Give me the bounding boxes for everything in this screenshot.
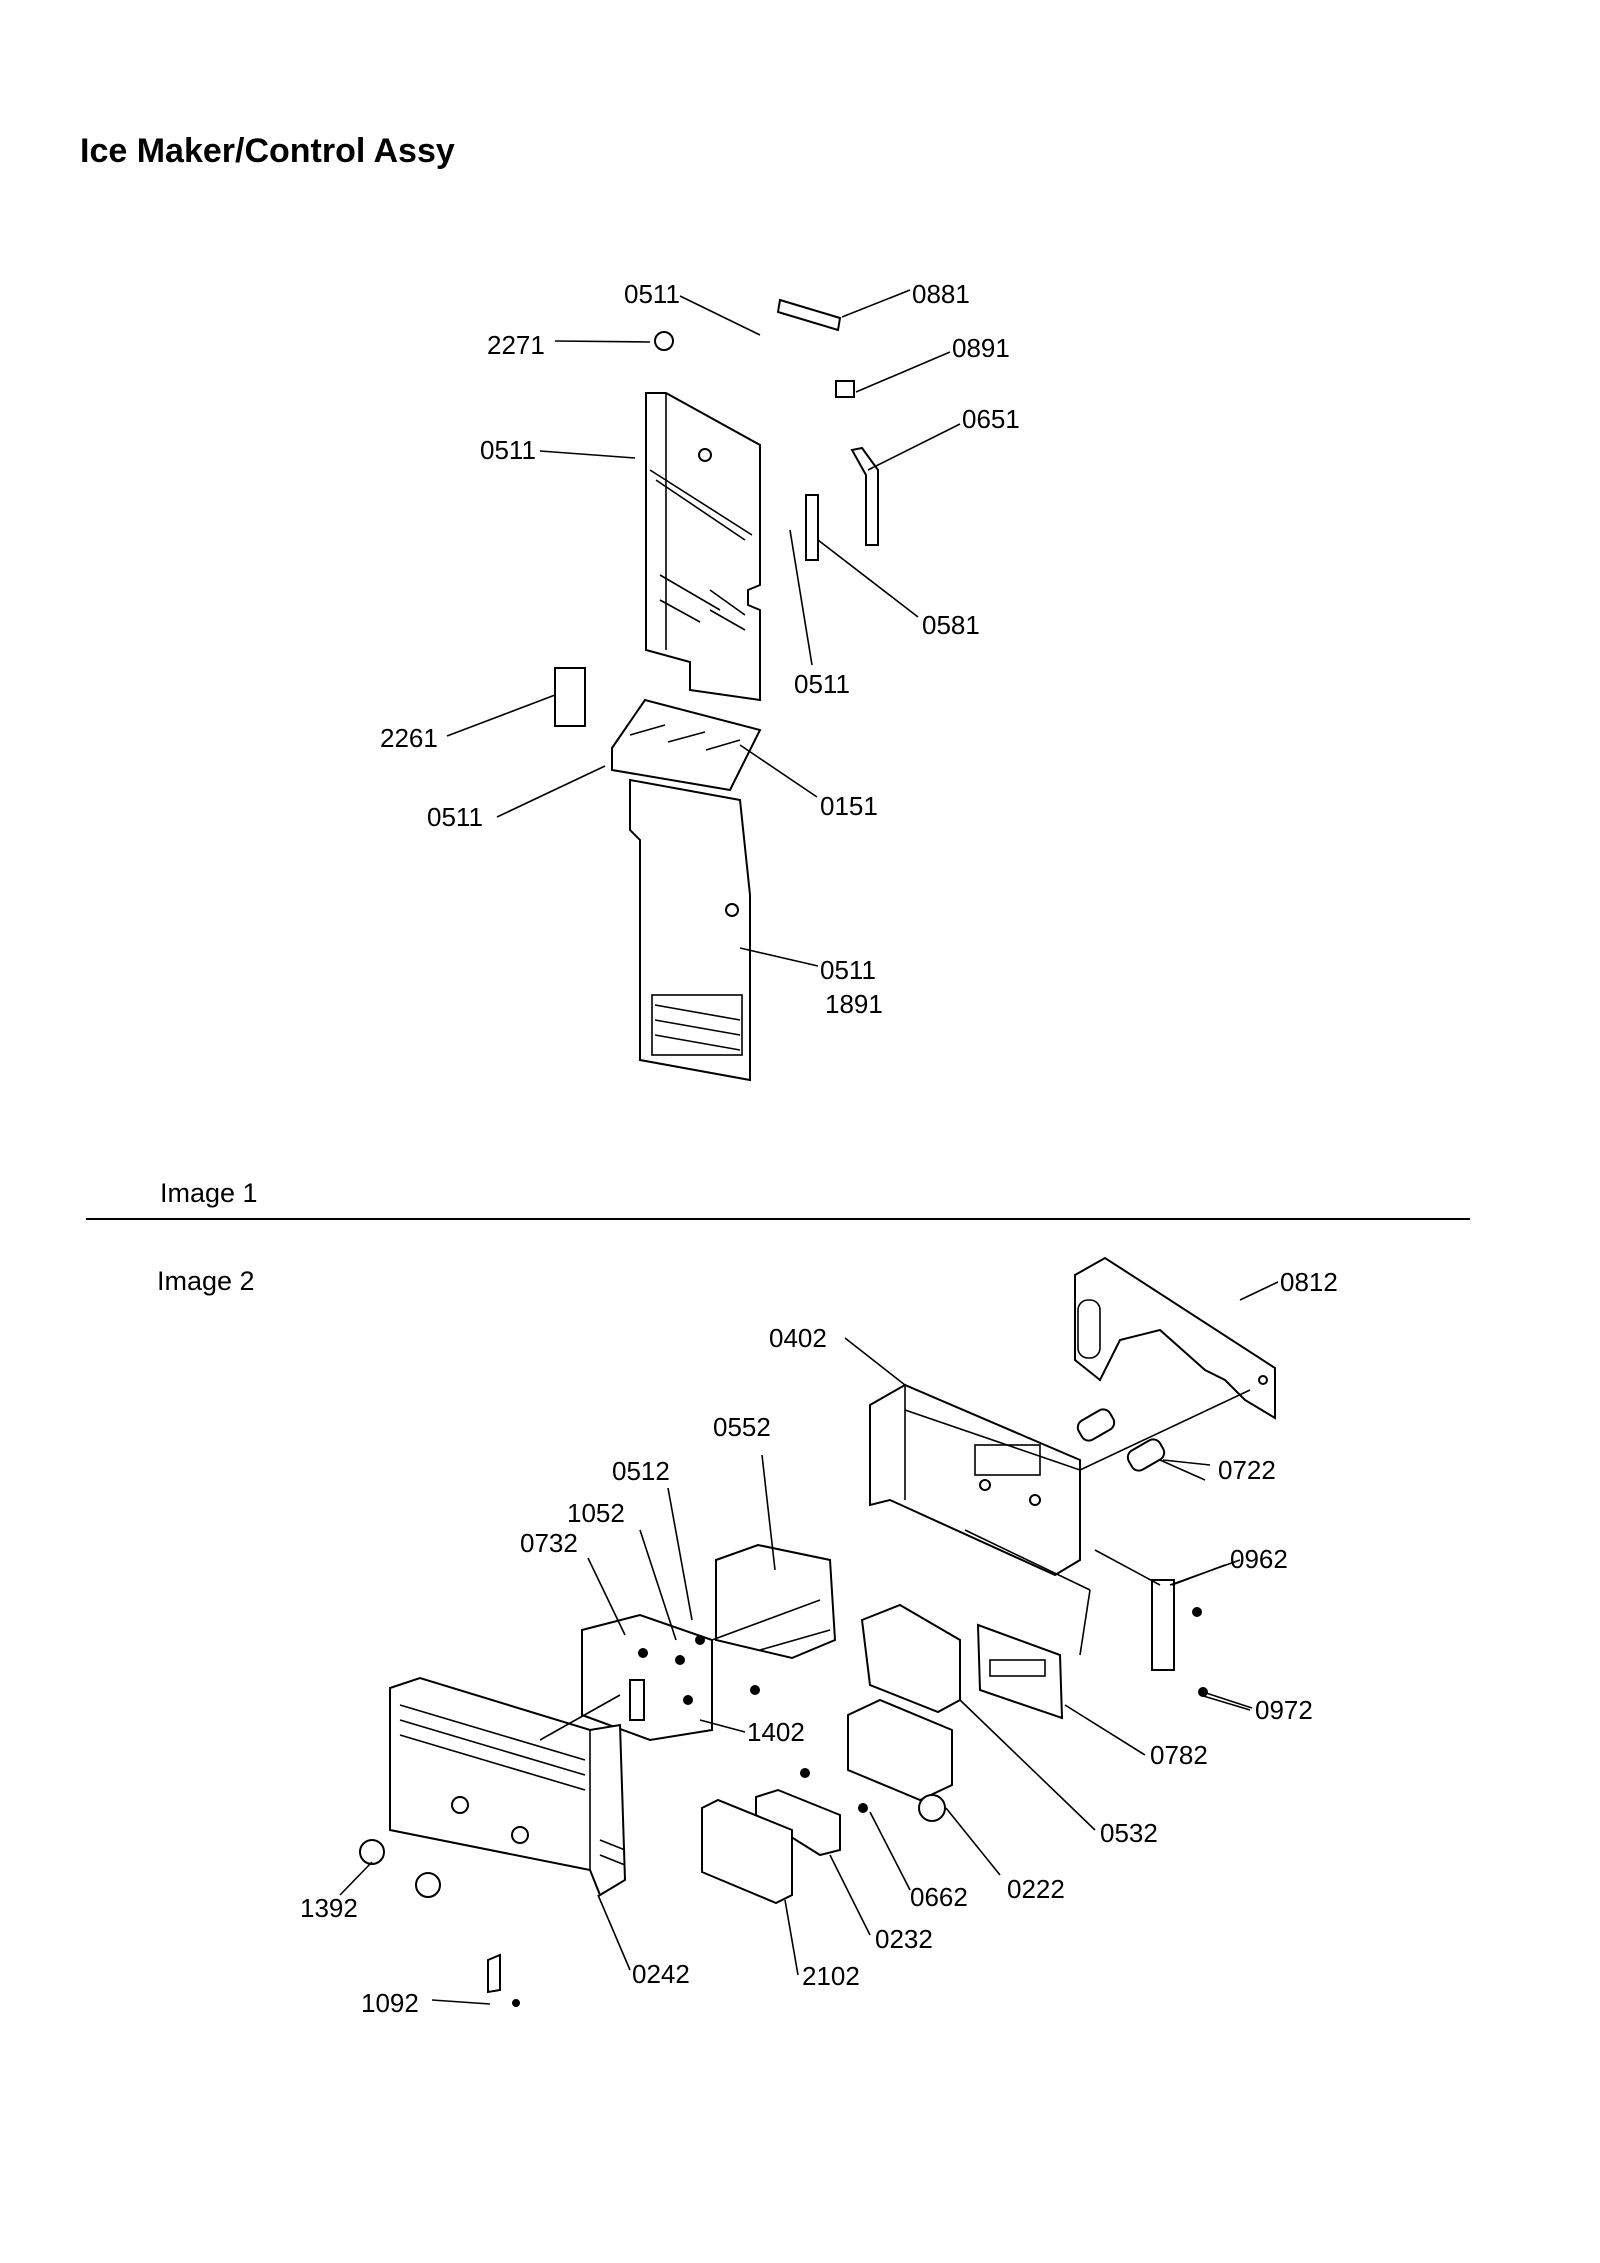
dial-part [918,1794,946,1822]
trim-plate-part [701,1798,793,1905]
frame-part [860,1603,961,1714]
callout-1092: 1092 [361,1988,419,2018]
callout-0881: 0881 [912,279,970,309]
callout-0402: 0402 [769,1323,827,1353]
standoff-part [1076,1408,1116,1442]
bezel-part [976,1623,1064,1720]
switch-part [554,667,586,727]
cube-part [835,380,855,398]
callout-1891: 1891 [825,989,883,1019]
callout-0662: 0662 [910,1882,968,1912]
back-panel-part [645,392,761,702]
callout-0512: 0512 [612,1456,670,1486]
knob-part [359,1839,385,1865]
control-board-part [581,1613,713,1742]
page-title: Ice Maker/Control Assy [80,132,455,170]
image2-drawing [339,1256,1279,2007]
ice-chute-part [611,698,762,792]
callout-0782: 0782 [1150,1740,1208,1770]
callout-0511: 0511 [820,955,876,985]
callout-0732: 0732 [520,1528,578,1558]
callout-0222: 0222 [1007,1874,1065,1904]
front-panel-part [389,1676,627,1897]
switch-box-part [847,1698,953,1802]
callout-1052: 1052 [567,1498,625,1528]
callout-0151: 0151 [820,791,878,821]
callout-2271: 2271 [487,330,545,360]
bar-part [1151,1579,1175,1671]
lever-part [805,494,819,561]
clip-part [487,1953,501,1994]
standoff-part [1126,1438,1166,1472]
callout-2102: 2102 [802,1961,860,1991]
callout-0972: 0972 [1255,1695,1313,1725]
board-bracket-part [715,1543,837,1660]
callout-0722: 0722 [1218,1455,1276,1485]
callout-0511: 0511 [794,669,850,699]
callout-0552: 0552 [713,1412,771,1442]
control-housing-part [869,1383,1081,1577]
callout-1392: 1392 [300,1893,358,1923]
callout-0891: 0891 [952,333,1010,363]
callout-0532: 0532 [1100,1818,1158,1848]
section-divider [86,1218,1470,1220]
callout-1402: 1402 [747,1717,805,1747]
callout-0242: 0242 [632,1959,690,1989]
image1-label: Image 1 [160,1178,258,1208]
arm-part [850,446,879,546]
callout-0232: 0232 [875,1924,933,1954]
callout-0962: 0962 [1230,1544,1288,1574]
image2-label: Image 2 [157,1266,255,1296]
callout-0651: 0651 [962,404,1020,434]
callout-2261: 2261 [380,723,438,753]
bracket-part [776,298,842,332]
front-cover-part [629,778,751,1082]
callout-0581: 0581 [922,610,980,640]
mounting-bracket-part [1074,1256,1276,1420]
callout-0812: 0812 [1280,1267,1338,1297]
callout-0511: 0511 [624,279,680,309]
image1-drawing [446,289,961,1082]
grommet-part [654,331,674,351]
callout-0511: 0511 [480,435,536,465]
knob-part [415,1872,441,1898]
callout-0511: 0511 [427,802,483,832]
